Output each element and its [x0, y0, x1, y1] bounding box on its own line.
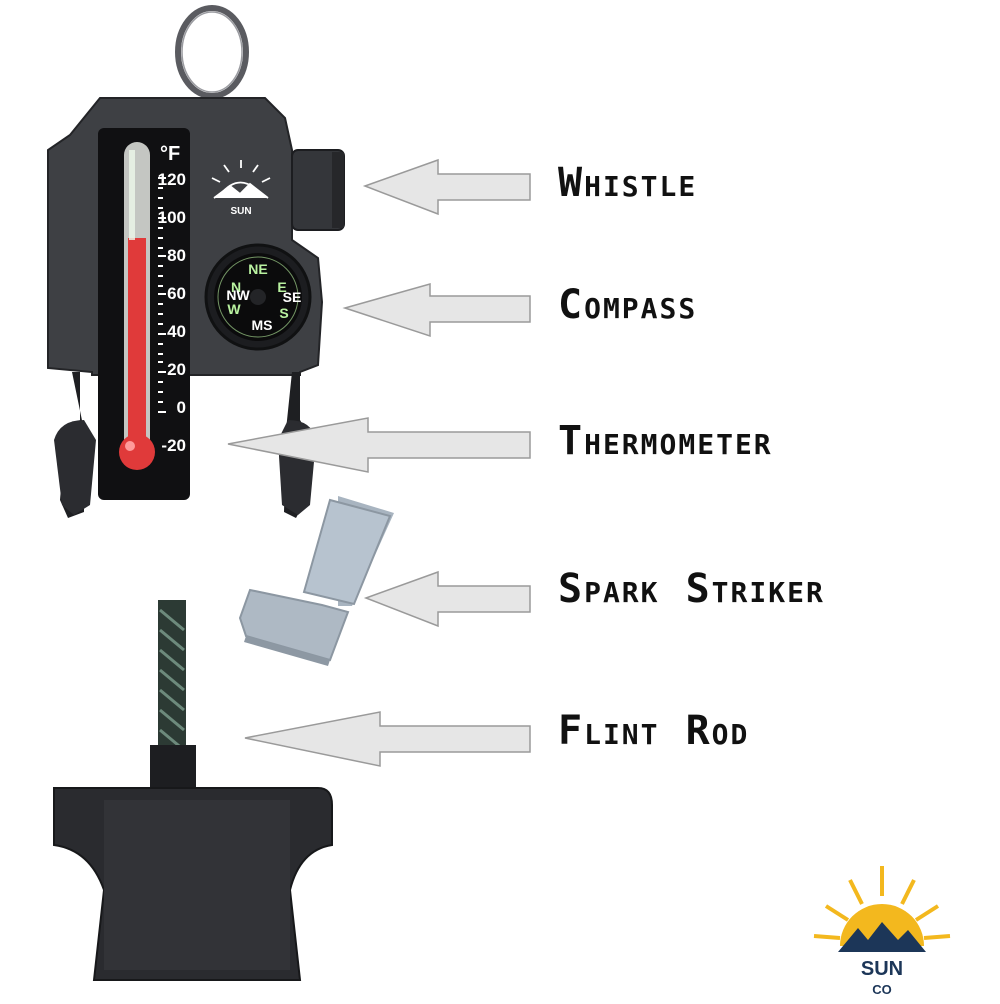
- thermometer-tick-label: 40: [167, 322, 186, 341]
- thermometer-tick-label: 0: [177, 398, 186, 417]
- label-whistle: Whistle: [558, 160, 698, 206]
- compass-direction-label: NE: [248, 261, 267, 277]
- label-compass: Compass: [558, 282, 698, 328]
- compass-icon: [204, 243, 312, 351]
- compass-direction-label: N: [231, 279, 241, 295]
- arrow-icon: [227, 158, 531, 767]
- thermometer-scale: 120 100 80 60 40 20 0 -20: [158, 170, 186, 455]
- brand-logo: SUN CO: [813, 866, 951, 997]
- thermometer-tick-label: -20: [161, 436, 186, 455]
- arrow-thermometer: [227, 417, 531, 473]
- key-ring-icon: [175, 5, 249, 99]
- device-logo-text: SUN: [230, 206, 251, 217]
- arrow-flint: [244, 711, 531, 767]
- compass-direction-label: SE: [283, 289, 302, 305]
- label-flint-rod: Flint Rod: [558, 708, 750, 754]
- compass-direction-label: E: [277, 279, 286, 295]
- spark-striker: [238, 496, 394, 666]
- arrow-compass: [342, 283, 531, 338]
- label-spark-striker: Spark Striker: [558, 566, 825, 612]
- compass-direction-label: NW: [226, 287, 250, 303]
- arrow-spark: [363, 570, 531, 628]
- label-thermometer: Thermometer: [558, 418, 773, 464]
- thermometer-tick-label: 60: [167, 284, 186, 303]
- brand-logo-line2: CO: [872, 982, 892, 997]
- device-body: SUN: [47, 97, 345, 518]
- thermometer-tick-label: 100: [158, 208, 186, 227]
- mountain-icon: [838, 922, 926, 952]
- thermometer-unit: °F: [160, 143, 180, 165]
- flint-rod: [53, 600, 333, 981]
- sun-logo-icon: [211, 160, 271, 199]
- thermometer-tick-label: 20: [167, 360, 186, 379]
- compass-direction-label: W: [227, 301, 241, 317]
- brand-logo-line1: SUN: [861, 958, 903, 980]
- thermometer-tick-label: 120: [158, 170, 186, 189]
- compass-direction-label: S: [279, 305, 288, 321]
- thermometer-tick-label: 80: [167, 246, 186, 265]
- arrow-whistle: [362, 158, 531, 216]
- compass-direction-label: MS: [252, 317, 273, 333]
- sun-rays-icon: [813, 866, 951, 940]
